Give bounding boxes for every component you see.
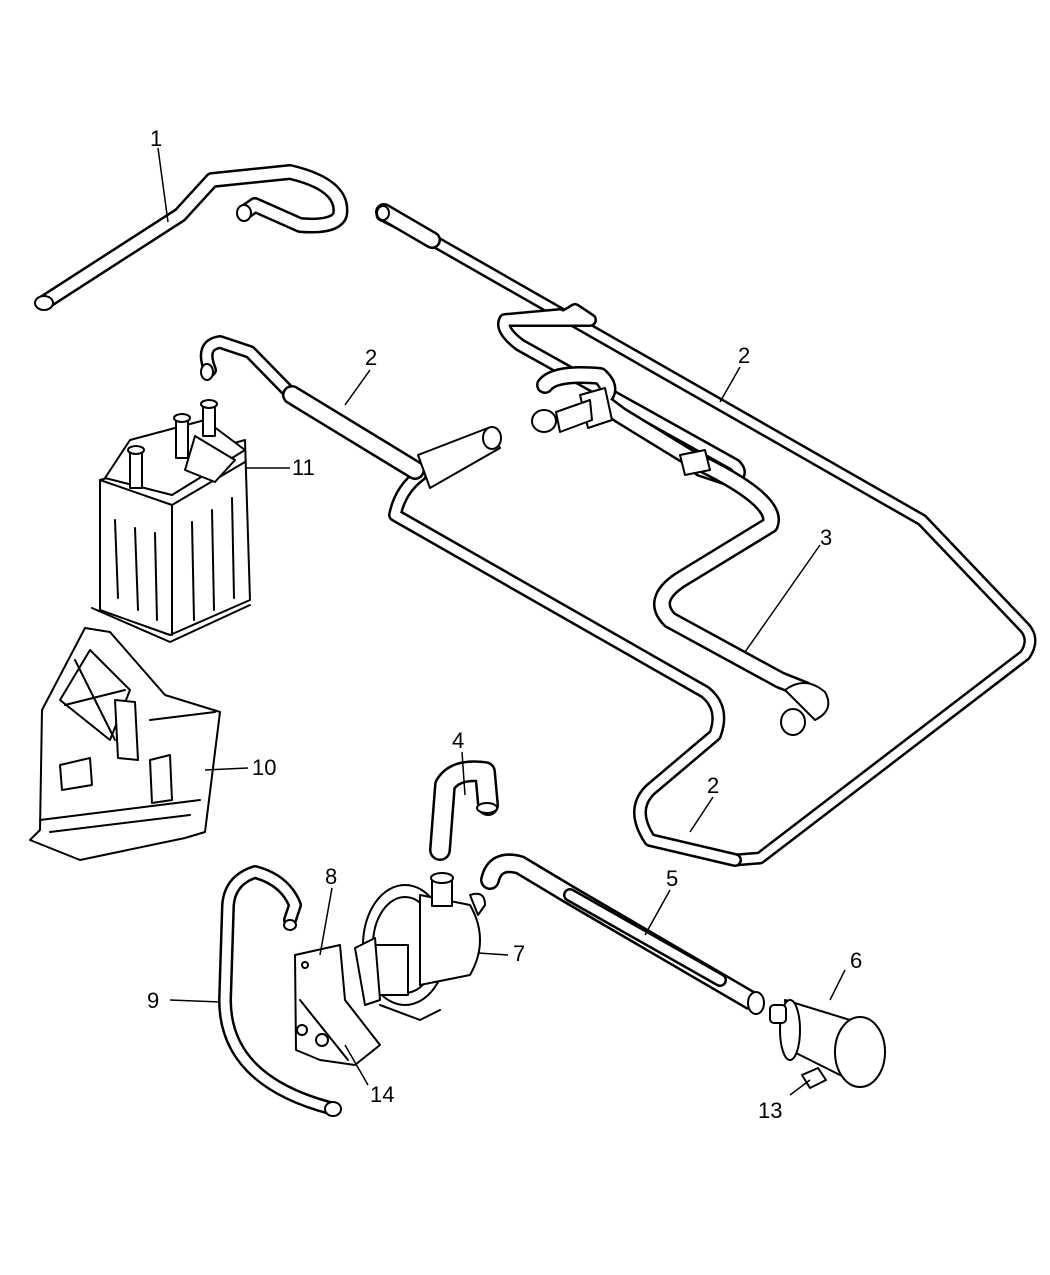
callout-9: 9 — [147, 988, 159, 1013]
hose-part-1[interactable] — [34, 164, 349, 311]
callout-10: 10 — [252, 755, 276, 780]
clamp-part-13[interactable] — [801, 1067, 827, 1089]
callout-2-upper: 2 — [738, 343, 750, 368]
leader-lines — [157, 147, 846, 1096]
callout-1: 1 — [150, 126, 162, 151]
callout-4: 4 — [452, 728, 464, 753]
bracket-part-8[interactable] — [294, 944, 381, 1066]
hose-part-5[interactable] — [480, 853, 765, 1015]
vapor-canister-part-11[interactable] — [91, 399, 251, 643]
hose-part-2-lower[interactable] — [199, 335, 742, 867]
callout-8: 8 — [325, 864, 337, 889]
hose-part-3[interactable] — [497, 303, 830, 736]
hose-part-9[interactable] — [218, 865, 342, 1117]
callout-2-lower: 2 — [707, 773, 719, 798]
hose-part-2-upper[interactable] — [375, 203, 1037, 867]
bracket-part-10[interactable] — [29, 627, 221, 861]
callout-11: 11 — [292, 455, 315, 480]
callout-5: 5 — [666, 866, 678, 891]
callout-labels: 1 2 2 3 2 11 10 4 5 7 6 8 9 13 14 — [147, 126, 862, 1123]
pump-part-7[interactable] — [354, 872, 486, 1021]
callout-14: 14 — [370, 1082, 394, 1107]
callout-6: 6 — [850, 948, 862, 973]
callout-13: 13 — [758, 1098, 782, 1123]
filter-part-6[interactable] — [769, 999, 886, 1088]
callout-7: 7 — [513, 941, 525, 966]
callout-3: 3 — [820, 525, 832, 550]
callout-2-hose: 2 — [365, 345, 377, 370]
elbow-hose-part-4[interactable] — [429, 760, 499, 861]
